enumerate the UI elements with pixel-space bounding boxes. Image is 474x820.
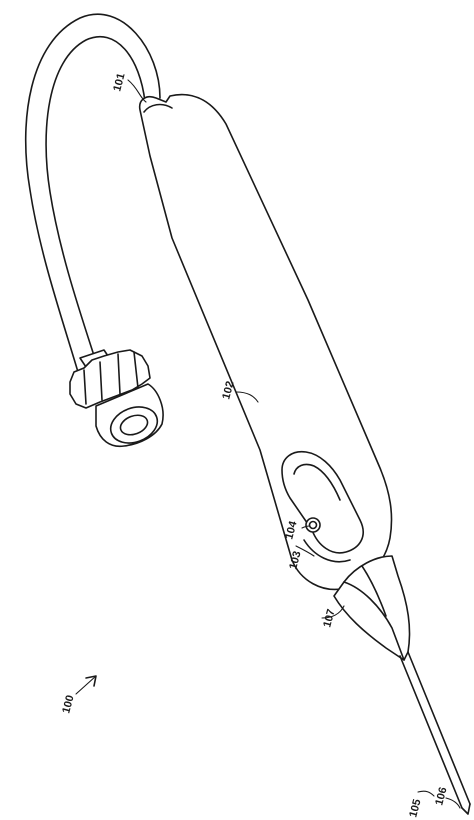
label-102: 102 (220, 380, 236, 401)
handle (138, 93, 393, 591)
luer-connector (69, 349, 164, 448)
label-104: 104 (283, 519, 300, 541)
label-105: 105 (407, 798, 423, 819)
label-101: 101 (111, 72, 127, 93)
label-103: 103 (287, 550, 303, 571)
side-window (281, 450, 364, 563)
label-106: 106 (433, 786, 449, 807)
tube (24, 13, 161, 373)
label-100: 100 (60, 694, 76, 715)
leader-lines (127, 79, 461, 809)
label-107: 107 (321, 608, 337, 629)
nose-cone (333, 555, 411, 661)
needle (399, 651, 471, 815)
assembly-arrow (75, 675, 97, 695)
